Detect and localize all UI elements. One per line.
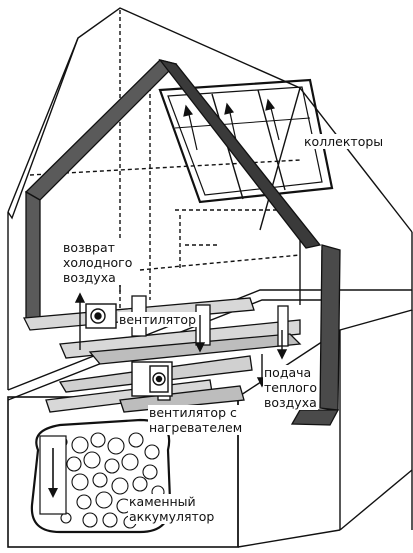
label-cold-air-return-line-2: холодного bbox=[63, 255, 133, 270]
label-collectors: коллекторы bbox=[303, 134, 385, 149]
label-fan-with-heater: вентилятор с нагревателем bbox=[148, 405, 244, 435]
label-warm-air-supply-line-1: подача bbox=[264, 365, 312, 380]
label-warm-air-supply: подача теплого воздуха bbox=[263, 365, 318, 410]
label-collectors-text: коллекторы bbox=[304, 134, 384, 149]
label-fan-text: вентилятор bbox=[119, 312, 197, 327]
label-stone-storage-line-1: каменный bbox=[129, 494, 196, 509]
fan-with-heater-unit bbox=[131, 361, 173, 397]
label-fan: вентилятор bbox=[118, 312, 198, 327]
label-cold-air-return: возврат холодного воздуха bbox=[62, 240, 134, 285]
label-fan-with-heater-line-2: нагревателем bbox=[149, 420, 243, 435]
label-stone-storage-line-2: аккумулятор bbox=[129, 509, 215, 524]
label-fan-with-heater-line-1: вентилятор с bbox=[149, 405, 237, 420]
stone-storage-bed bbox=[30, 418, 172, 534]
solar-collector bbox=[158, 78, 334, 204]
label-warm-air-supply-line-2: теплого bbox=[264, 380, 317, 395]
label-cold-air-return-line-1: возврат bbox=[63, 240, 115, 255]
label-cold-air-return-line-3: воздуха bbox=[63, 270, 116, 285]
label-stone-storage: каменный аккумулятор bbox=[128, 494, 216, 524]
fan-unit bbox=[85, 303, 117, 329]
label-warm-air-supply-line-3: воздуха bbox=[264, 395, 317, 410]
